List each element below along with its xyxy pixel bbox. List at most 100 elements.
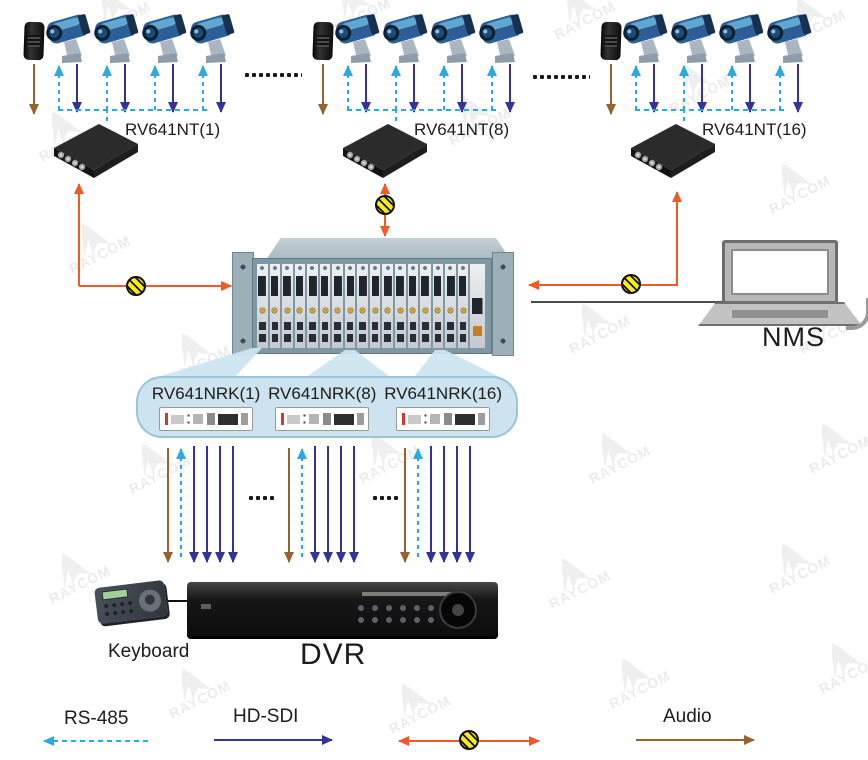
keyboard-link-line [162,600,188,602]
rack-module-label: RV641NRK(16) [384,383,503,403]
rack-card-slot [369,264,382,348]
dvr-jog-pad [439,591,477,629]
keyboard-keys [101,598,138,619]
keyboard-device-icon [94,579,168,625]
legend-rs485-arrow [44,740,148,742]
hdsdi-arrow [340,446,342,562]
rack-module-faceplate-icon [396,406,491,431]
rs485-bus-drop [106,109,108,123]
rack-card-slot [395,264,407,348]
rack-card-slot [319,264,332,348]
dvr-link-cluster-2 [288,446,356,564]
camera-icon [767,12,815,66]
microphone-icon [312,21,334,61]
ellipsis-dots [248,495,276,501]
joystick-icon [137,588,163,613]
raycom-watermark: RAYCOM [534,542,613,612]
camera-icon [623,12,671,66]
rack-module-faceplate-icon [275,406,370,431]
fiber-splice-icon [375,195,395,215]
audio-arrow [610,64,612,114]
camera-group-3: RV641NT(16) [579,0,819,245]
rs485-arrow [491,66,493,110]
nms-label: NMS [762,322,825,352]
rs485-arrow [683,66,685,110]
fiber-converter-icon [343,124,427,178]
rs485-arrow [180,449,182,561]
hdsdi-arrow [76,64,78,112]
rack-card-slot [432,264,445,348]
dvr-power-button [201,604,211,609]
rack-card-slot [457,264,470,348]
rack-module-3: RV641NRK(16) [384,384,502,431]
rack-card-slot [282,264,294,348]
hdsdi-arrow [461,64,463,112]
rs485-arrow [635,66,637,110]
rs485-bus-drop [683,109,685,123]
dvr-buttons [355,602,455,626]
rs485-bus-line [347,109,497,111]
rack-module-label: RV641NRK(1) [151,383,261,403]
rs485-arrow [395,66,397,110]
camera-icon [479,12,527,66]
legend-label-rs485: RS-485 [64,708,129,729]
hdsdi-arrow [206,446,208,562]
converter-label: RV641NT(16) [702,120,807,139]
rack-card-slot [344,264,357,348]
raycom-watermark: RAYCOM [594,642,673,712]
rs485-arrow [779,66,781,110]
rack-network-slot [470,264,487,348]
hdsdi-arrow [172,64,174,112]
hdsdi-arrow [456,446,458,562]
legend-label-audio: Audio [663,706,712,727]
hdsdi-arrow [314,446,316,562]
rs485-arrow [443,66,445,110]
rack-card-slot [332,264,344,348]
fiber-link-3-horizontal [529,284,677,286]
hdsdi-arrow [413,64,415,112]
hdsdi-arrow [443,446,445,562]
fiber-link-3-vertical [676,192,678,286]
raycom-watermark: RAYCOM [754,527,833,597]
ellipsis-dots [532,74,590,80]
hdsdi-arrow [509,64,511,112]
dvr-display-strip [362,592,457,596]
rack-card-slot [420,264,432,348]
rs485-arrow [417,449,419,561]
raycom-watermark: RAYCOM [574,417,653,487]
rack-card-slot [445,264,457,348]
hdsdi-arrow [124,64,126,112]
rs485-arrow [347,66,349,110]
raycom-watermark: RAYCOM [374,667,453,737]
dvr-device-icon [187,582,498,639]
camera-icon [671,12,719,66]
camera-icon [190,12,238,66]
rack-card-slot [257,264,269,348]
hdsdi-arrow [797,64,799,112]
rs485-bus-line [635,109,785,111]
keyboard-lcd [101,588,129,601]
rs485-arrow [731,66,733,110]
dvr-link-cluster-3 [404,446,472,564]
hdsdi-arrow [653,64,655,112]
rack-card-slot [307,264,319,348]
rack-module-1: RV641NRK(1) [152,384,260,431]
hdsdi-arrow [749,64,751,112]
nms-computer-keyboard [698,302,862,326]
rack-mounting-ear [492,252,514,356]
rack-chassis [252,258,492,354]
rack-card-slot [407,264,420,348]
dvr-link-cluster-1 [167,446,235,564]
keyboard-label: Keyboard [108,641,190,662]
hdsdi-arrow [327,446,329,562]
hdsdi-arrow [220,64,222,112]
hdsdi-arrow [353,446,355,562]
hdsdi-arrow [232,446,234,562]
camera-icon [94,12,142,66]
camera-icon [142,12,190,66]
converter-label: RV641NT(8) [414,120,510,139]
fiber-splice-icon [459,730,479,750]
fiber-link-1-horizontal [79,285,231,287]
rs485-bus-line [58,109,208,111]
fiber-splice-icon [621,274,641,294]
